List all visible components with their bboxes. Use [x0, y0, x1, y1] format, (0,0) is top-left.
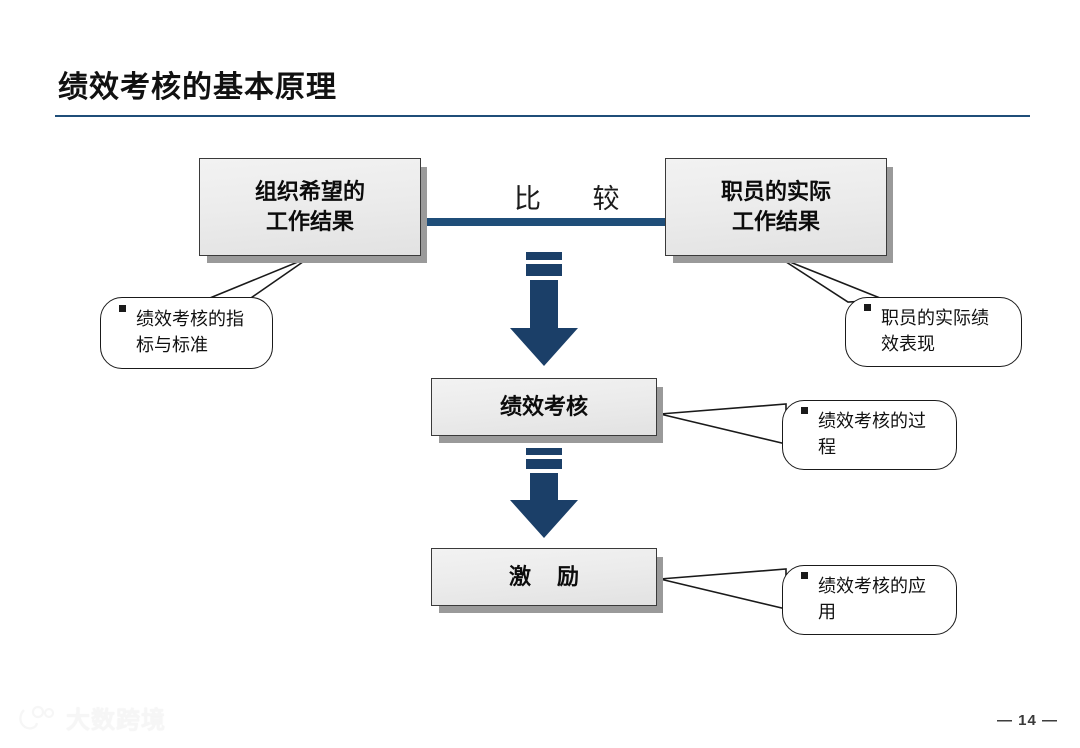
watermark-text: 大数跨境	[66, 707, 166, 734]
box-performance-appraisal[interactable]: 绩效考核	[431, 378, 657, 436]
callout-metrics[interactable]: 绩效考核的指 标与标准	[100, 297, 273, 369]
box-appraisal-label: 绩效考核	[499, 394, 588, 420]
callout-process-line-1: 绩效考核的过	[818, 411, 926, 432]
callout-metrics-line-2: 标与标准	[136, 335, 208, 355]
box-actual-results[interactable]: 职员的实际 工作结果	[665, 158, 887, 256]
callout-performance-line-1: 职员的实际绩	[881, 308, 989, 329]
callout-performance-line-2: 效表现	[881, 334, 935, 354]
callout-application-text: 绩效考核的应 用	[818, 574, 926, 625]
box-expected-results[interactable]: 组织希望的 工作结果	[199, 158, 421, 256]
compare-connector-line	[420, 218, 668, 226]
bullet-icon	[801, 572, 808, 580]
compare-label: 比 较	[514, 184, 642, 214]
box-incentive[interactable]: 激 励	[431, 548, 657, 606]
bullet-icon	[801, 407, 808, 415]
box-expected-line-2: 工作结果	[265, 209, 354, 234]
callout-process-line-2: 程	[818, 437, 836, 457]
bullet-icon	[119, 305, 126, 313]
box-expected-line-1: 组织希望的	[254, 179, 365, 205]
callout-metrics-line-1: 绩效考核的指	[136, 309, 244, 330]
callout-application-line-2: 用	[818, 602, 836, 622]
box-actual-line-1: 职员的实际	[720, 179, 831, 205]
title-divider	[55, 115, 1030, 117]
page-number: — 14 —	[996, 712, 1058, 729]
callout-metrics-text: 绩效考核的指 标与标准	[136, 307, 244, 358]
box-actual-line-2: 工作结果	[731, 209, 820, 234]
callout-application-line-1: 绩效考核的应	[818, 576, 926, 597]
watermark: 大数跨境	[18, 700, 166, 735]
down-arrow-top	[510, 252, 578, 366]
callout-appraisal-process[interactable]: 绩效考核的过 程	[782, 400, 957, 470]
callout-appraisal-application[interactable]: 绩效考核的应 用	[782, 565, 957, 635]
bullet-icon	[864, 304, 871, 312]
callout-performance-text: 职员的实际绩 效表现	[881, 306, 989, 357]
box-incentive-label: 激 励	[508, 564, 590, 590]
callout-employee-performance[interactable]: 职员的实际绩 效表现	[845, 297, 1022, 367]
watermark-logo-icon	[19, 705, 55, 730]
callout-process-text: 绩效考核的过 程	[818, 409, 926, 460]
down-arrow-bottom	[510, 448, 578, 538]
page-title: 绩效考核的基本原理	[58, 71, 337, 104]
